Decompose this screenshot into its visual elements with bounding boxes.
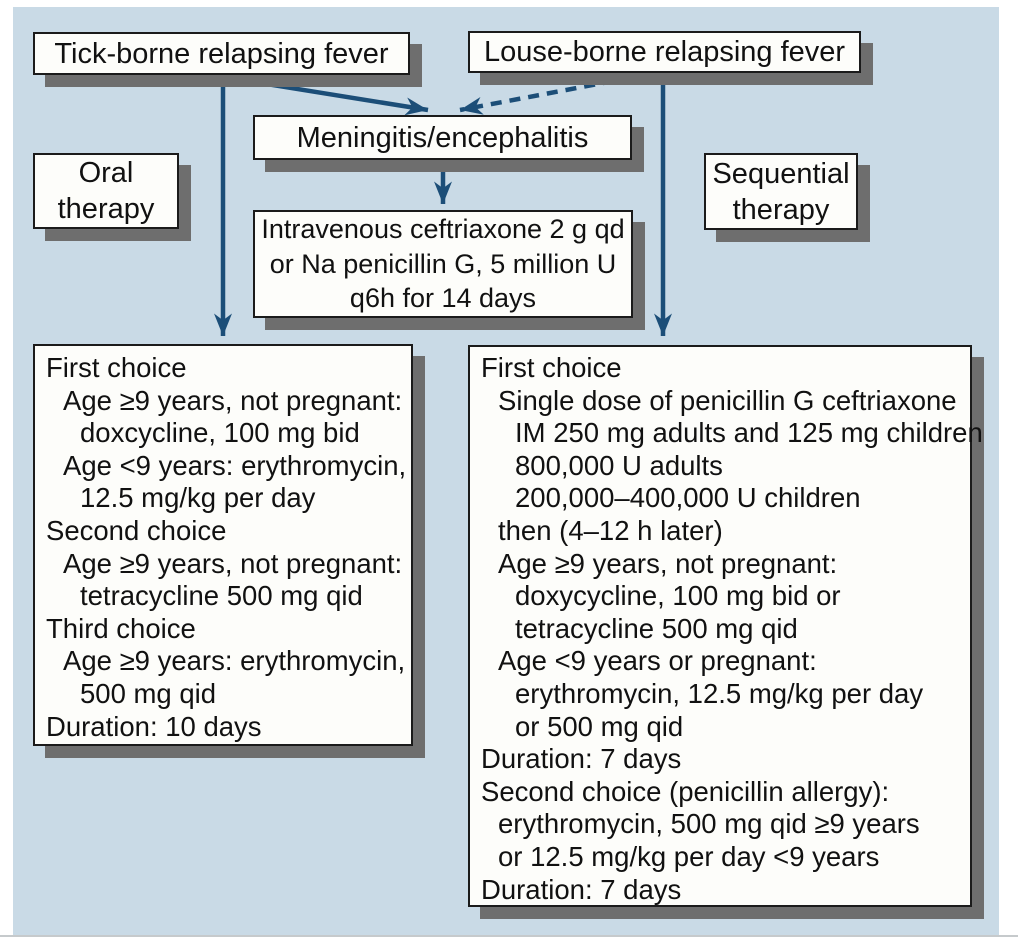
detail-line: Duration: 7 days (481, 873, 682, 905)
detail-line: Duration: 7 days (481, 743, 682, 775)
detail-line: erythromycin, 500 mg qid ≥9 years (498, 808, 920, 840)
detail-line: First choice (46, 352, 187, 383)
node-label-line: q6h for 14 days (349, 283, 537, 314)
detail-line: Second choice (46, 514, 227, 546)
detail-line: erythromycin, 12.5 mg/kg per day (515, 677, 924, 709)
detail-line: Age ≥9 years, not pregnant: (63, 547, 403, 579)
figure-bottom-rule (0, 935, 1018, 937)
node-oral-therapy-detail: First choice Age ≥9 years, not pregnant:… (33, 344, 413, 746)
detail-line: Age ≥9 years, not pregnant: (498, 547, 838, 579)
node-label: Meningitis/encephalitis (296, 121, 589, 154)
detail-line: Second choice (penicillin allergy): (481, 775, 890, 807)
detail-line: Age ≥9 years: erythromycin, (63, 645, 406, 677)
node-label-line: or Na penicillin G, 5 million U (269, 248, 617, 279)
node-tick-borne-relapsing-fever: Tick-borne relapsing fever (33, 32, 410, 75)
node-label-line: therapy (732, 193, 830, 226)
detail-line: Third choice (46, 612, 196, 644)
detail-line: tetracycline 500 mg qid (80, 580, 363, 612)
detail-line: 800,000 U adults (515, 449, 723, 481)
detail-line: First choice (481, 352, 622, 383)
detail-line: Age <9 years or pregnant: (498, 645, 817, 677)
node-label-line: therapy (57, 193, 155, 225)
node-meningitis-encephalitis: Meningitis/encephalitis (253, 115, 632, 160)
node-label-line: Oral (78, 157, 134, 189)
detail-line: or 500 mg qid (515, 710, 684, 742)
detail-line: Age <9 years: erythromycin, (63, 449, 407, 481)
node-sequential-therapy-detail: First choice Single dose of penicillin G… (468, 345, 983, 907)
detail-line: Single dose of penicillin G ceftriaxone (498, 384, 957, 416)
detail-line: 500 mg qid (80, 677, 217, 709)
node-label: Tick-borne relapsing fever (54, 37, 389, 70)
node-label-line: Sequential (712, 157, 850, 190)
node-intravenous-ceftriaxone: Intravenous ceftriaxone 2 g qd or Na pen… (253, 210, 633, 318)
detail-line: 200,000–400,000 U children (515, 482, 861, 514)
node-sequential-therapy: Sequential therapy (704, 153, 858, 230)
node-label: Louse-borne relapsing fever (483, 36, 846, 68)
detail-line: IM 250 mg adults and 125 mg children (515, 417, 983, 449)
detail-line: doxycycline, 100 mg bid or (515, 580, 841, 612)
detail-line: or 12.5 mg/kg per day <9 years (498, 840, 880, 872)
detail-line: Age ≥9 years, not pregnant: (63, 384, 403, 416)
node-oral-therapy: Oral therapy (33, 153, 179, 229)
detail-line: tetracycline 500 mg qid (515, 612, 798, 644)
detail-line: doxcycline, 100 mg bid (80, 417, 360, 449)
detail-line: 12.5 mg/kg per day (80, 482, 316, 514)
detail-line: then (4–12 h later) (498, 514, 723, 546)
detail-line: Duration: 10 days (46, 710, 262, 742)
node-label-line: Intravenous ceftriaxone 2 g qd (261, 214, 625, 245)
node-louse-borne-relapsing-fever: Louse-borne relapsing fever (468, 31, 861, 73)
